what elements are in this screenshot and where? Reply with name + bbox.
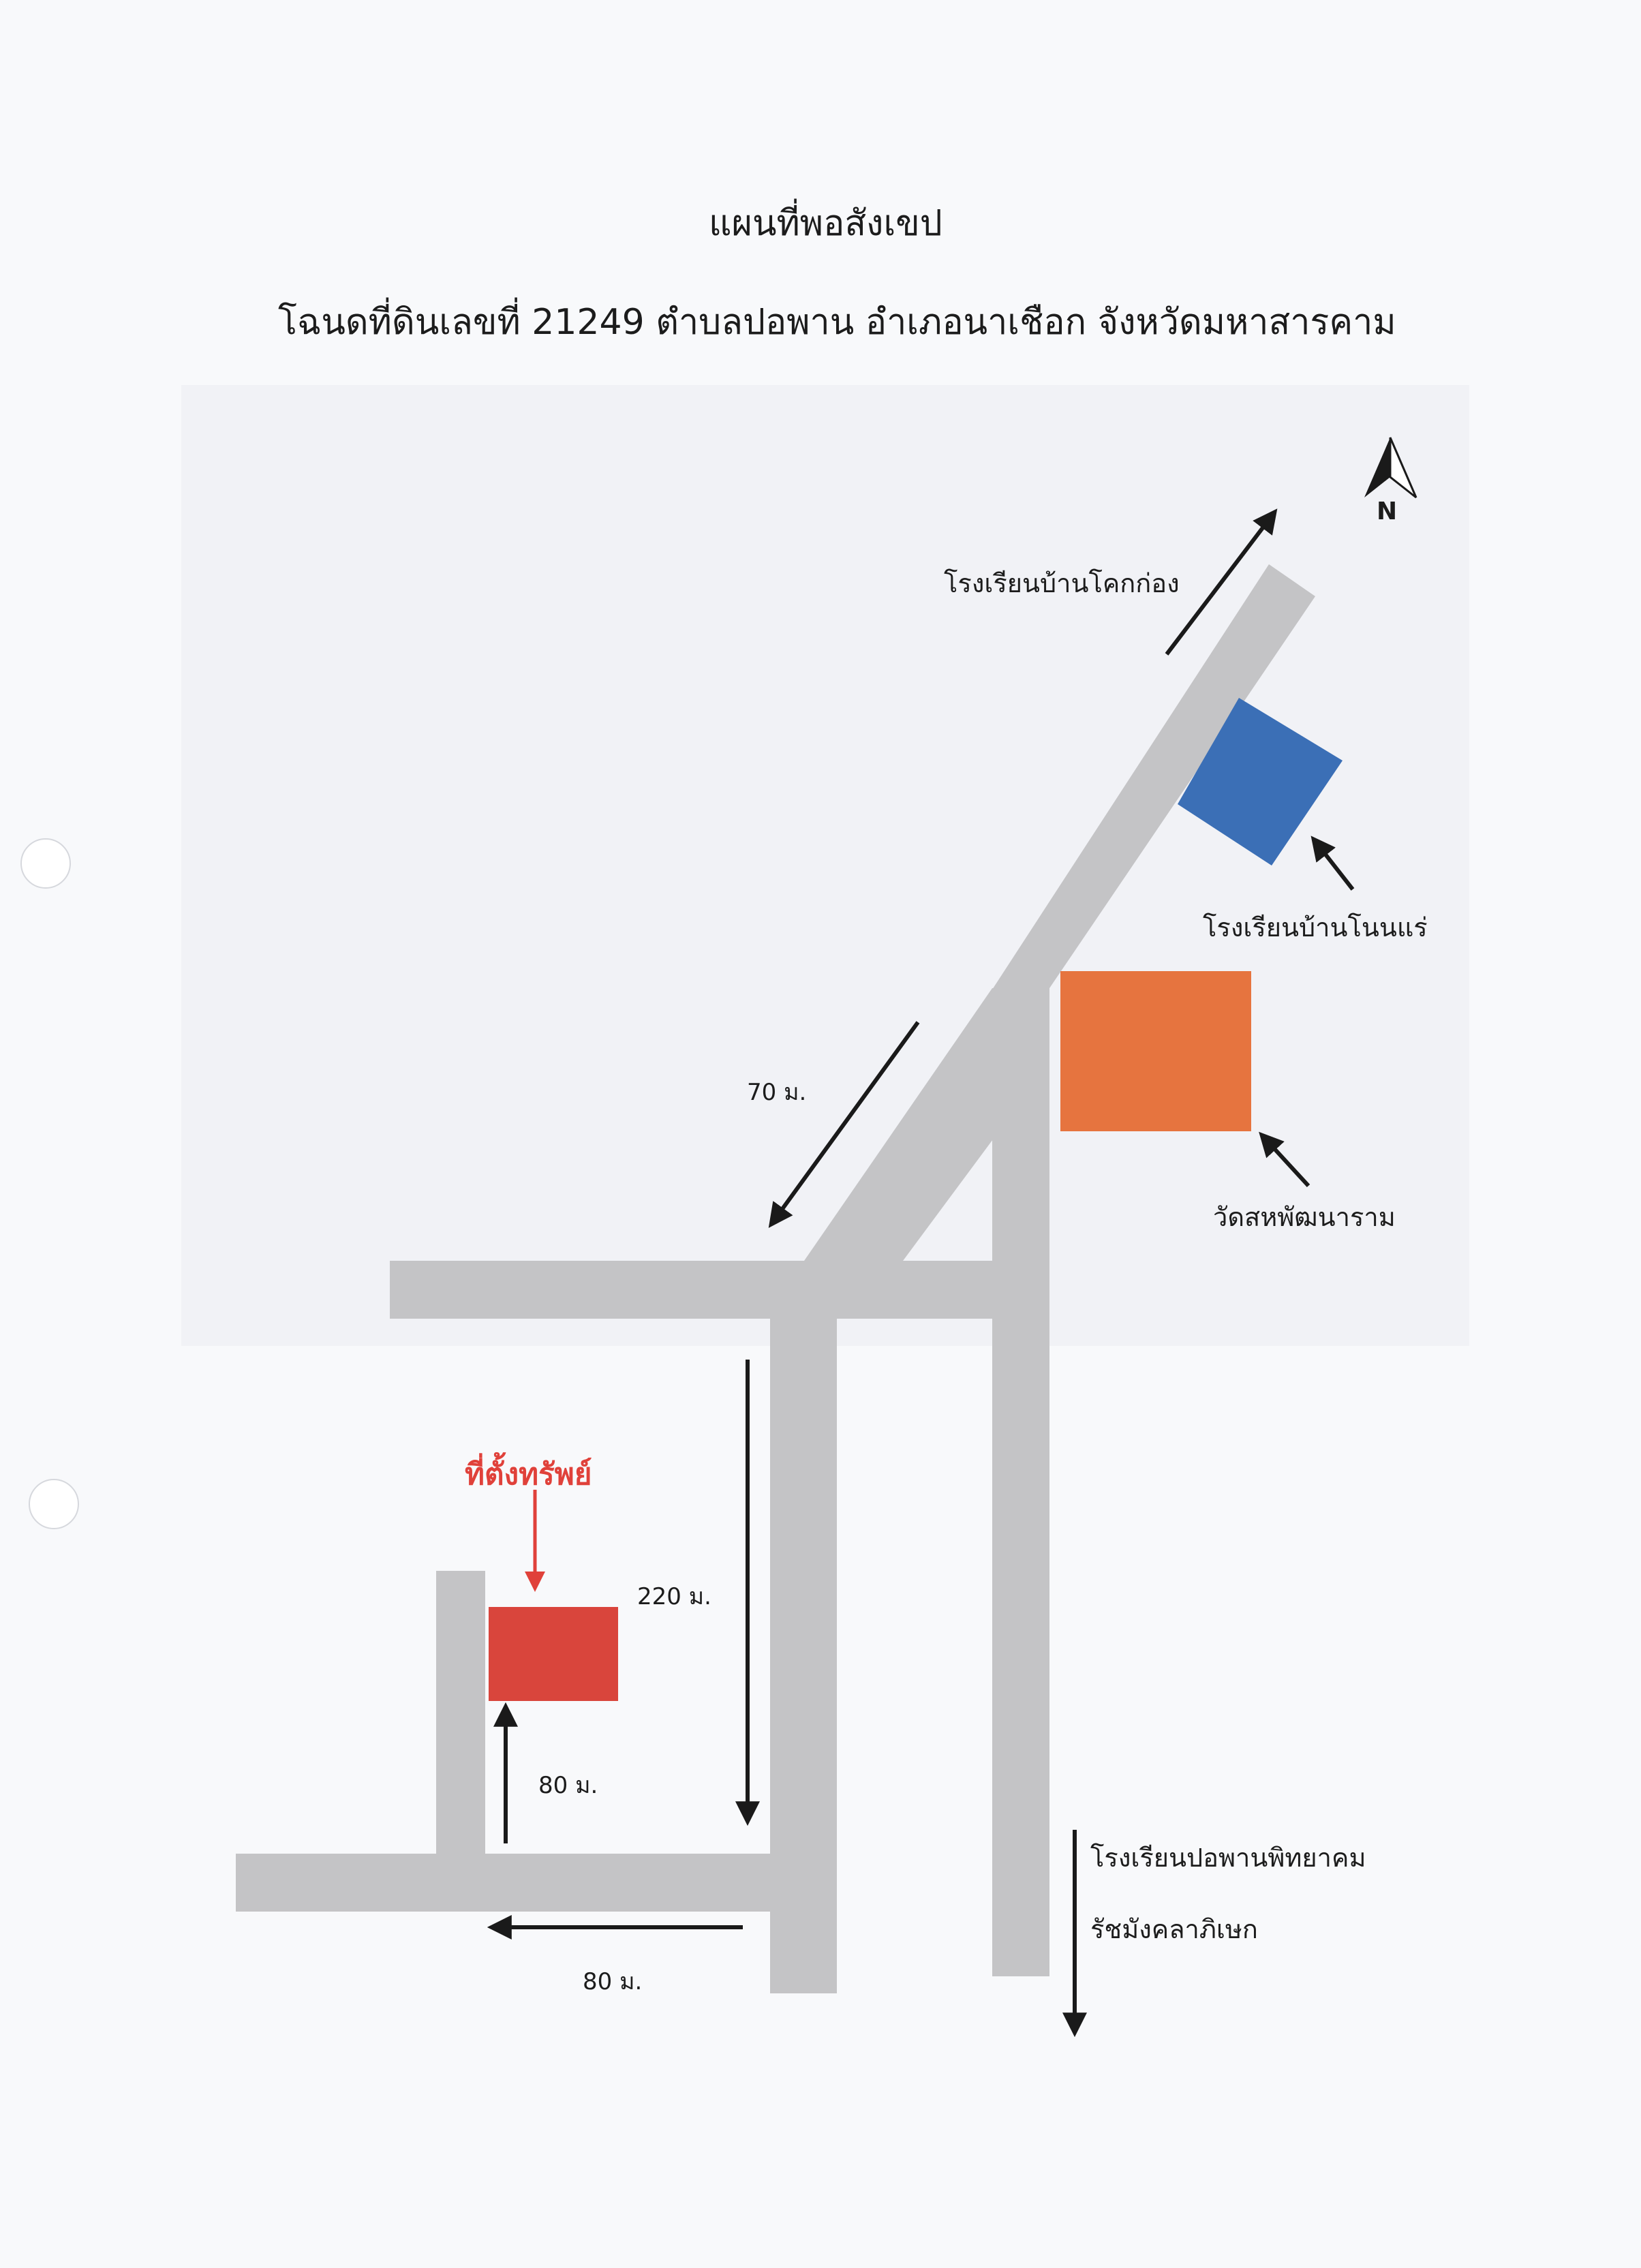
map-title: แผนที่พอสังเขป [709, 203, 942, 244]
north-arrow-icon [1364, 437, 1417, 499]
landmark-school-popan-line1: โรงเรียนปอพานพิทยาคม [1090, 1843, 1366, 1873]
road-horizontal-upper [390, 1261, 1049, 1319]
distance-70m: 70 ม. [747, 1079, 807, 1106]
direction-arrow-icon [1259, 1131, 1310, 1188]
distance-220m: 220 ม. [637, 1583, 711, 1610]
school-non-block [1178, 698, 1343, 865]
distance-80m-left: 80 ม. [583, 1968, 643, 1995]
road-vertical-right [992, 988, 1049, 1976]
map-panel [181, 385, 1469, 1346]
property-label: ที่ตั้งทรัพย์ [465, 1457, 592, 1492]
road-diagonal-upper [992, 564, 1315, 990]
road-diagonal-lower [804, 988, 1049, 1261]
roads [236, 564, 1315, 1993]
road-diagonal-fork [804, 1063, 1049, 1319]
direction-arrow-icon [1310, 836, 1355, 891]
road-horizontal-lower [236, 1854, 837, 1912]
landmark-school-non: โรงเรียนบ้านโนนแร่ [1203, 913, 1428, 943]
north-label: N [1377, 497, 1398, 525]
road-vertical-left [436, 1571, 485, 1854]
distance-80m-up: 80 ม. [538, 1772, 598, 1799]
map-subtitle: โฉนดที่ดินเลขที่ 21249 ตำบลปอพาน อำเภอนา… [278, 302, 1396, 343]
direction-arrows [487, 508, 1355, 2038]
direction-arrow-icon [768, 1021, 920, 1228]
direction-arrow-icon [1165, 508, 1278, 656]
landmark-school-khok: โรงเรียนบ้านโคกก่อง [944, 568, 1180, 598]
punch-hole [20, 838, 71, 889]
punch-hole [29, 1479, 79, 1529]
landmark-temple: วัดสหพัฒนาราม [1213, 1202, 1396, 1232]
temple-block [1060, 971, 1251, 1131]
property-block [489, 1607, 618, 1701]
landmark-school-popan-line2: รัชมังคลาภิเษก [1090, 1914, 1258, 1944]
